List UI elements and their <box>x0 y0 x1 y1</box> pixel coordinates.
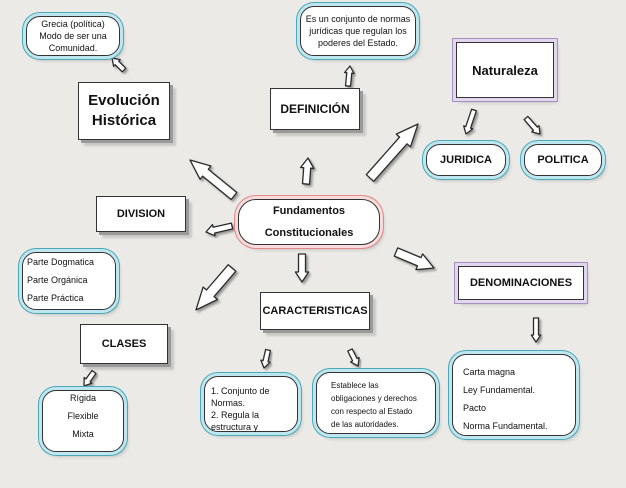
arrow-to-denominaciones-items <box>530 317 542 343</box>
arrow-to-clases <box>195 264 237 311</box>
clases-items-box: Rígida Flexible Mixta <box>42 390 124 452</box>
arrow-to-caract-2 <box>347 348 360 367</box>
grecia-line-2: Modo de ser una <box>39 31 107 41</box>
evolucion-line-1: Evolución <box>88 92 160 109</box>
clases-label: CLASES <box>101 338 147 350</box>
clases-item-2: Flexible <box>67 411 99 421</box>
arrow-to-naturaleza <box>365 123 419 182</box>
caracteristicas-item-2-box: Establece las obligaciones y derechos co… <box>316 372 436 434</box>
denominaciones-box: DENOMINACIONES <box>458 266 584 300</box>
definicion-text-line-2: jurídicas que regulan los <box>309 26 407 36</box>
denominaciones-item-3: Pacto <box>463 403 487 413</box>
evolucion-line-2: Histórica <box>91 112 157 129</box>
division-item-1: Parte Dogmatica <box>27 257 95 267</box>
arrow-to-caract-1 <box>260 348 272 369</box>
arrow-to-caracteristicas <box>294 253 310 283</box>
caract-2-line-4: de las autoridades. <box>331 420 399 429</box>
caracteristicas-item-1-box: 1. Conjunto de Normas. 2. Regula la estr… <box>204 376 298 432</box>
clases-item-3: Mixta <box>72 429 94 439</box>
arrow-to-clases-items <box>83 369 97 387</box>
division-label: DIVISION <box>116 208 166 220</box>
division-item-3: Parte Práctica <box>27 293 84 303</box>
grecia-box: Grecia (política) Modo de ser una Comuni… <box>26 16 120 56</box>
definicion-text-line-1: Es un conjunto de normas <box>305 14 411 24</box>
caract-2-line-2: obligaciones y derechos <box>331 394 417 403</box>
denominaciones-item-4: Norma Fundamental. <box>463 421 548 431</box>
caracteristicas-label: CARACTERISTICAS <box>262 305 368 317</box>
fundamentos-line-1: Fundamentos <box>272 205 346 217</box>
caract-1-line-2: Normas. <box>211 398 246 408</box>
arrow-to-evolucion <box>189 159 238 201</box>
politica-label: POLITICA <box>537 154 589 166</box>
denominaciones-items-box: Carta magna Ley Fundamental. Pacto Norma… <box>452 354 576 436</box>
arrow-to-grecia <box>111 57 127 73</box>
caract-1-line-4: estructura y <box>211 422 259 432</box>
arrow-to-definicion <box>299 157 315 185</box>
clases-box: CLASES <box>80 324 168 364</box>
division-item-2: Parte Orgánica <box>27 275 88 285</box>
juridica-label: JURIDICA <box>440 154 492 166</box>
denominaciones-item-1: Carta magna <box>463 367 516 377</box>
arrow-to-division <box>205 222 234 237</box>
arrow-to-denominaciones <box>393 247 435 271</box>
politica-box: POLITICA <box>524 144 602 176</box>
grecia-line-1: Grecia (política) <box>41 19 105 29</box>
caract-1-line-3: 2. Regula la <box>211 410 260 420</box>
division-items-box: Parte Dogmatica Parte Orgánica Parte Prá… <box>22 252 116 310</box>
juridica-box: JURIDICA <box>426 144 506 176</box>
caract-2-line-3: con respecto al Estado <box>331 407 413 416</box>
definicion-box: DEFINICIÓN <box>270 88 360 130</box>
denominaciones-item-2: Ley Fundamental. <box>463 385 536 395</box>
naturaleza-label: Naturaleza <box>472 62 538 78</box>
grecia-line-3: Comunidad. <box>48 43 98 53</box>
division-box: DIVISION <box>96 196 186 232</box>
evolucion-historica-box: Evolución Histórica <box>78 82 170 140</box>
caracteristicas-box: CARACTERISTICAS <box>260 292 370 330</box>
arrow-to-definicion-text <box>343 65 355 87</box>
arrow-to-politica <box>523 115 541 135</box>
caract-2-line-1: Establece las <box>331 381 379 390</box>
clases-item-1: Rígida <box>69 393 96 403</box>
fundamentos-box: Fundamentos Constitucionales <box>238 199 380 245</box>
denominaciones-label: DENOMINACIONES <box>469 277 573 289</box>
naturaleza-box: Naturaleza <box>456 42 554 98</box>
caract-1-line-1: 1. Conjunto de <box>211 386 270 396</box>
arrow-to-juridica <box>463 108 478 135</box>
definicion-text-box: Es un conjunto de normas jurídicas que r… <box>300 6 416 56</box>
definicion-text-line-3: poderes del Estado. <box>317 38 399 48</box>
fundamentos-line-2: Constitucionales <box>264 227 354 239</box>
definicion-label: DEFINICIÓN <box>280 102 350 116</box>
